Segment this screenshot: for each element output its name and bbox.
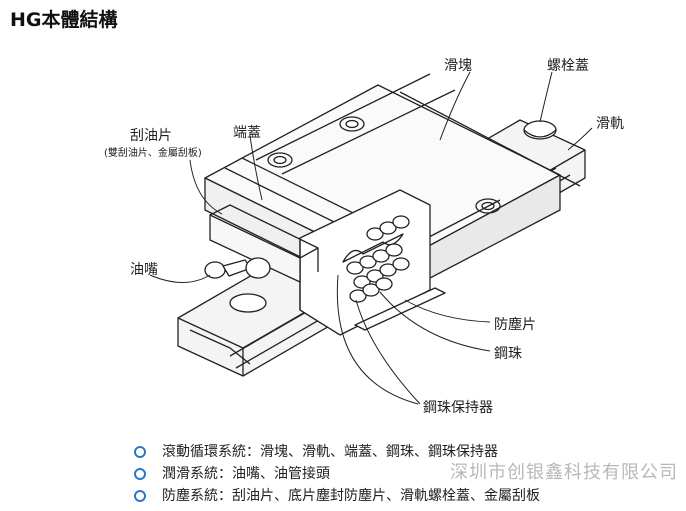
label-nipple: 油嘴 [130, 262, 158, 278]
label-end-cap: 端蓋 [233, 125, 261, 141]
list-item-text: 防塵系統：刮油片、底片塵封防塵片、滑軌螺栓蓋、金屬刮板 [162, 488, 540, 504]
bolt-cap-shape [523, 120, 557, 140]
dust-seal-shape [354, 287, 446, 331]
list-item-text: 滾動循環系統：滑塊、滑軌、端蓋、鋼珠、鋼珠保持器 [162, 444, 498, 460]
page-title: HG本體結構 [10, 9, 118, 31]
leader-lines [149, 71, 593, 405]
bullet-icon [134, 446, 146, 458]
label-steel-ball: 鋼珠 [494, 346, 522, 362]
steel-balls-shape [342, 215, 410, 303]
label-dust-seal: 防塵片 [494, 317, 536, 333]
label-bolt-cap: 螺栓蓋 [547, 58, 589, 74]
label-rail: 滑軌 [596, 116, 624, 132]
list-item-text: 潤滑系統：油嘴、油管接頭 [162, 466, 330, 482]
bullet-icon [134, 468, 146, 480]
label-scraper: 刮油片 [130, 128, 172, 144]
nipple-shape [204, 257, 271, 313]
label-scraper-note: (雙刮油片、金屬刮板) [104, 148, 202, 159]
label-block: 滑塊 [444, 58, 472, 74]
bullet-icon [134, 490, 146, 502]
watermark: 深圳市创银鑫科技有限公司 [450, 462, 678, 483]
scraper-shape [209, 204, 319, 283]
label-retainer: 鋼珠保持器 [423, 400, 493, 416]
